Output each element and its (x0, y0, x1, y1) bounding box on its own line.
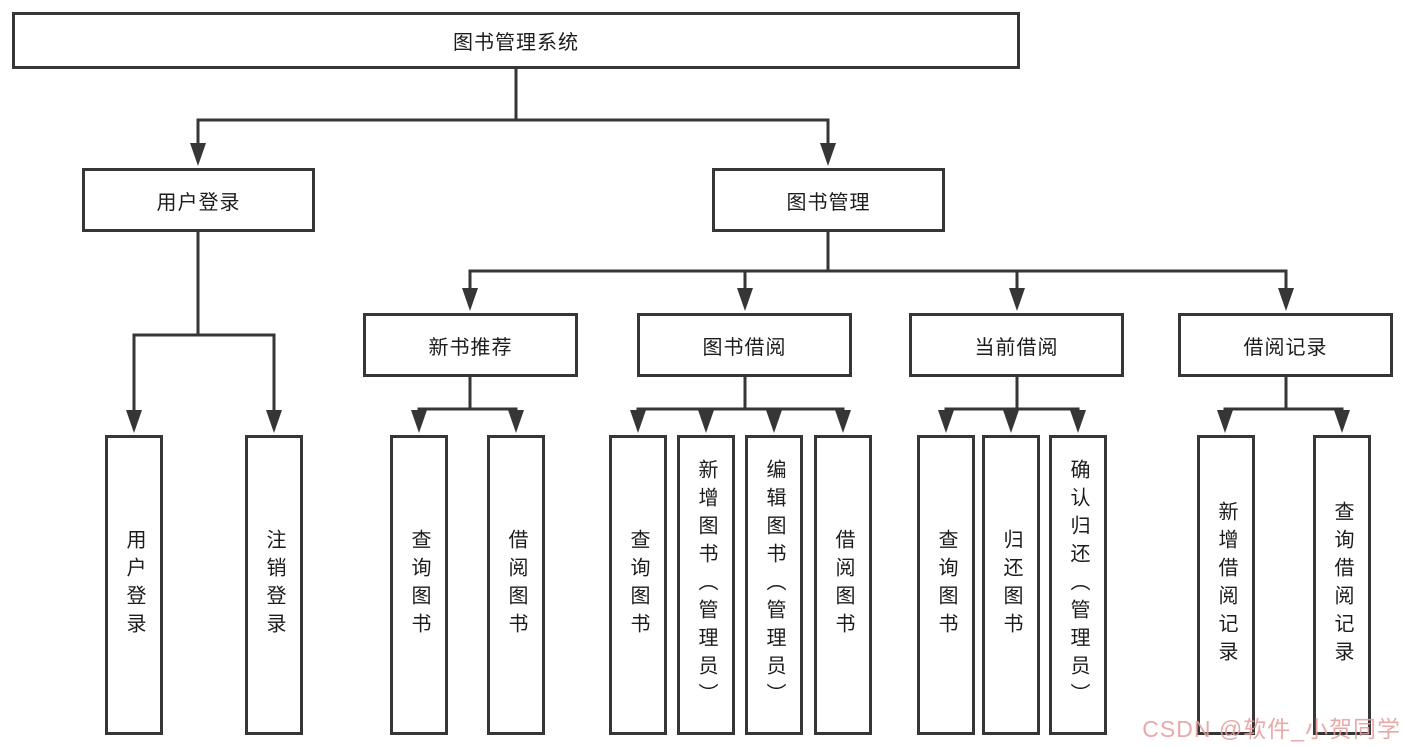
arrow-down-icon (1217, 410, 1233, 433)
leaf-query-books: 查询图书 (917, 435, 975, 735)
connector-line (417, 375, 518, 417)
node-root-system: 图书管理系统 (12, 12, 1020, 69)
leaf-label: 新增图书（管理员） (695, 459, 717, 711)
leaf-borrow-books: 借阅图书 (487, 435, 545, 735)
arrow-down-icon (411, 410, 427, 433)
arrow-down-icon (737, 288, 753, 311)
connector-line (468, 230, 1288, 295)
node-new-book-recommend: 新书推荐 (363, 313, 578, 377)
connector-line (196, 67, 830, 152)
node-book-management: 图书管理 (712, 168, 945, 232)
leaf-edit-books-admin: 编辑图书（管理员） (745, 435, 803, 735)
leaf-label: 查询图书 (408, 529, 430, 641)
leaf-label: 编辑图书（管理员） (763, 459, 785, 711)
node-current-borrow: 当前借阅 (909, 313, 1124, 377)
leaf-user-login: 用户登录 (105, 435, 163, 735)
leaf-label: 归还图书 (1000, 529, 1022, 641)
leaf-add-borrow-record: 新增借阅记录 (1197, 435, 1255, 735)
arrow-down-icon (766, 410, 782, 433)
watermark: CSDN @软件_小贺同学 (1142, 716, 1401, 742)
arrow-down-icon (1278, 288, 1294, 311)
node-label: 用户登录 (156, 191, 241, 214)
arrowheads (126, 143, 1350, 433)
arrow-down-icon (698, 410, 714, 433)
arrow-down-icon (1070, 410, 1086, 433)
leaf-label: 注销登录 (263, 529, 285, 641)
arrow-down-icon (938, 410, 954, 433)
node-label: 新书推荐 (428, 336, 513, 359)
arrow-down-icon (462, 288, 478, 311)
leaf-label: 借阅图书 (505, 529, 527, 641)
leaf-label: 借阅图书 (832, 529, 854, 641)
arrow-down-icon (266, 410, 282, 433)
arrow-down-icon (835, 410, 851, 433)
node-user-login: 用户登录 (82, 168, 315, 232)
arrow-down-icon (630, 410, 646, 433)
leaf-label: 用户登录 (123, 529, 145, 641)
arrow-down-icon (126, 410, 142, 433)
leaf-label: 查询图书 (627, 529, 649, 641)
connector-line (944, 375, 1080, 417)
node-label: 图书管理系统 (453, 32, 579, 54)
leaf-logout: 注销登录 (245, 435, 303, 735)
arrow-down-icon (820, 143, 836, 166)
leaf-label: 查询借阅记录 (1331, 501, 1353, 669)
connector-line (132, 230, 276, 417)
node-label: 借阅记录 (1243, 336, 1328, 359)
arrow-down-icon (190, 143, 206, 166)
leaf-query-books: 查询图书 (390, 435, 448, 735)
leaf-return-books: 归还图书 (982, 435, 1040, 735)
arrow-down-icon (1009, 288, 1025, 311)
node-label: 图书借阅 (702, 336, 787, 359)
leaf-query-borrow-record: 查询借阅记录 (1313, 435, 1371, 735)
connector-line (636, 375, 845, 417)
connector-line (1223, 375, 1344, 417)
arrow-down-icon (508, 410, 524, 433)
arrow-down-icon (1334, 410, 1350, 433)
node-borrow-records: 借阅记录 (1178, 313, 1393, 377)
leaf-query-books: 查询图书 (609, 435, 667, 735)
node-label: 图书管理 (786, 191, 871, 214)
leaf-borrow-books: 借阅图书 (814, 435, 872, 735)
node-book-borrow: 图书借阅 (637, 313, 852, 377)
leaf-label: 新增借阅记录 (1215, 501, 1237, 669)
leaf-label: 查询图书 (935, 529, 957, 641)
leaf-label: 确认归还（管理员） (1067, 459, 1089, 711)
leaf-confirm-return-admin: 确认归还（管理员） (1049, 435, 1107, 735)
node-label: 当前借阅 (974, 336, 1059, 359)
arrow-down-icon (1003, 410, 1019, 433)
leaf-add-books-admin: 新增图书（管理员） (677, 435, 735, 735)
